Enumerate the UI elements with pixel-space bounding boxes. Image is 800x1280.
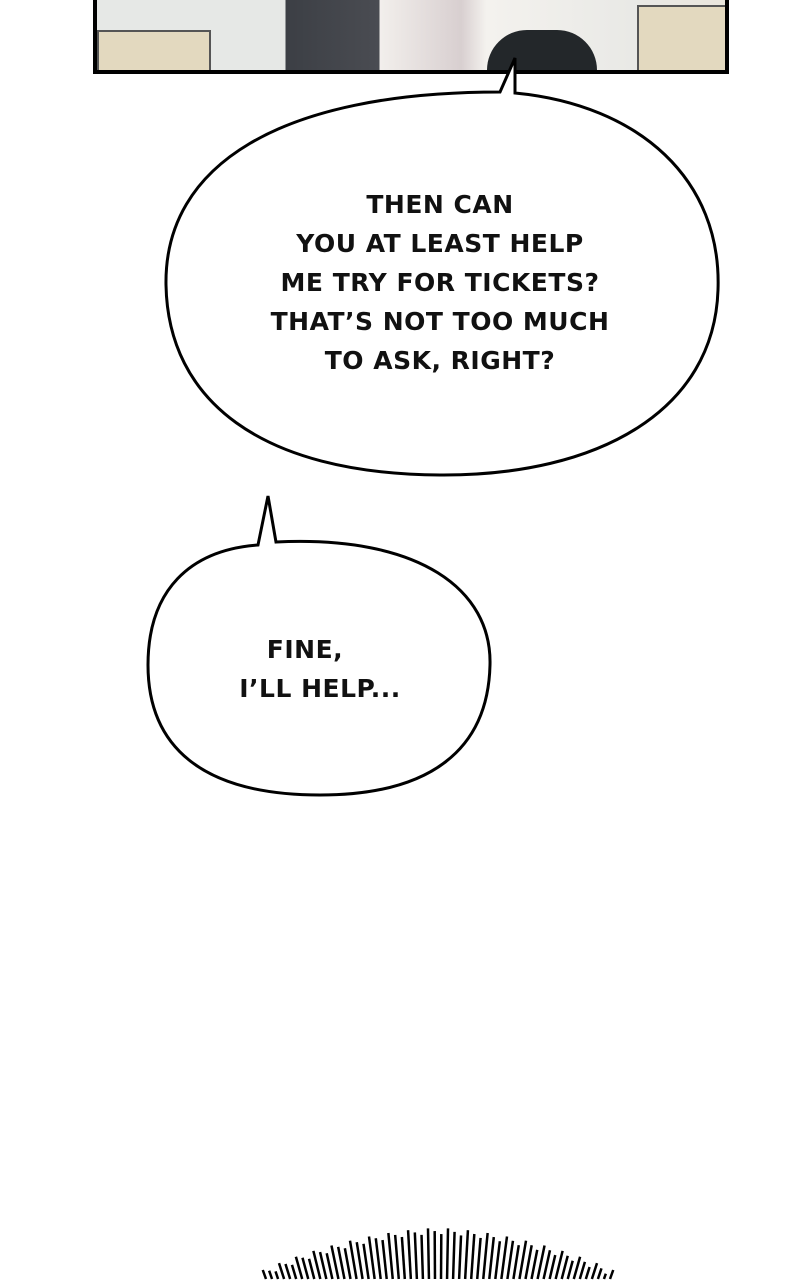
- burst-line: [488, 1236, 496, 1280]
- burst-line: [530, 1249, 539, 1280]
- character-figure: [487, 30, 597, 70]
- speech-bubble-1-text: THEN CAN YOU AT LEAST HELP ME TRY FOR TI…: [240, 185, 640, 380]
- burst-line: [381, 1239, 388, 1280]
- burst-line: [290, 1264, 298, 1280]
- burst-line: [267, 1270, 274, 1280]
- burst-line: [274, 1270, 280, 1280]
- burst-line: [572, 1256, 582, 1280]
- comic-panel: [93, 0, 729, 74]
- burst-line: [542, 1249, 552, 1280]
- burst-line: [307, 1258, 316, 1280]
- burst-line: [584, 1266, 591, 1280]
- burst-line: [294, 1256, 304, 1280]
- burst-line: [325, 1252, 334, 1280]
- burst-line: [301, 1257, 310, 1280]
- burst-line: [374, 1238, 382, 1280]
- burst-line: [608, 1269, 615, 1280]
- burst-line: [463, 1230, 470, 1280]
- desk: [97, 30, 211, 70]
- burst-line: [277, 1262, 286, 1280]
- burst-line: [536, 1245, 546, 1280]
- burst-line: [566, 1260, 574, 1280]
- burst-line: [494, 1241, 502, 1280]
- burst-line: [500, 1236, 509, 1280]
- speech-bubble-2: [146, 495, 492, 797]
- line: ME TRY FOR TICKETS?: [280, 268, 600, 297]
- burst-line: [475, 1237, 482, 1280]
- speech-bubble-2-text: FINE, I’LL HELP...: [200, 630, 440, 708]
- burst-line: [420, 1234, 425, 1280]
- burst-line: [554, 1250, 564, 1280]
- burst-line: [406, 1230, 413, 1280]
- burst-line: [348, 1240, 358, 1280]
- line: I’LL HELP...: [239, 674, 401, 703]
- speech-bubble-1: [164, 57, 720, 477]
- line: YOU AT LEAST HELP: [296, 229, 584, 258]
- burst-line: [343, 1248, 352, 1280]
- burst-line: [457, 1235, 463, 1280]
- burst-line: [512, 1245, 521, 1280]
- burst-line: [261, 1269, 268, 1280]
- burst-line: [506, 1240, 515, 1280]
- burst-line: [330, 1245, 340, 1280]
- burst-line: [590, 1262, 599, 1280]
- burst-line: [426, 1228, 431, 1280]
- burst-line: [596, 1267, 603, 1280]
- burst-line: [312, 1250, 322, 1280]
- burst-line: [387, 1232, 394, 1280]
- burst-line: [524, 1245, 533, 1280]
- burst-line: [362, 1243, 370, 1280]
- burst-line: [560, 1255, 569, 1280]
- burst-line: [482, 1232, 489, 1280]
- line: THAT’S NOT TOO MUCH: [270, 307, 610, 336]
- line: THEN CAN: [366, 190, 514, 219]
- burst-line: [469, 1233, 476, 1280]
- sunburst-lines: [261, 1228, 615, 1280]
- burst-line: [336, 1246, 346, 1280]
- burst-line: [413, 1232, 419, 1280]
- burst-line: [393, 1234, 401, 1280]
- burst-line: [578, 1261, 587, 1280]
- burst-line: [451, 1231, 456, 1280]
- burst-line: [367, 1236, 376, 1280]
- burst-line: [400, 1236, 407, 1280]
- burst-line: [284, 1263, 292, 1280]
- line: TO ASK, RIGHT?: [324, 346, 556, 375]
- burst-line: [548, 1254, 557, 1280]
- burst-line: [602, 1273, 607, 1280]
- burst-line: [355, 1242, 364, 1280]
- burst-line: [445, 1228, 450, 1280]
- line: FINE,: [266, 635, 344, 664]
- burst-line: [318, 1251, 328, 1280]
- desk: [637, 5, 725, 70]
- burst-line: [518, 1240, 528, 1280]
